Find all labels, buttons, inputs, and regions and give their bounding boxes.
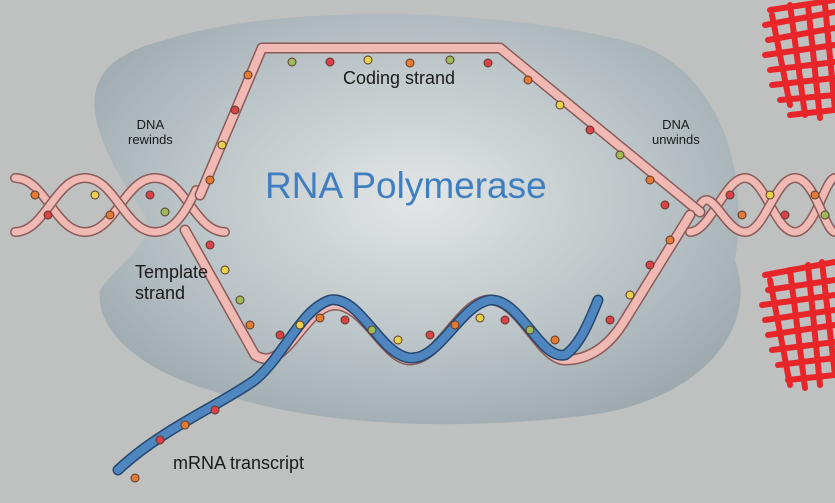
nucleotides <box>30 55 830 483</box>
template-strand-label: Template strand <box>135 262 209 303</box>
dna-unwinds-label: DNA unwinds <box>652 117 700 147</box>
mrna-transcript-label: mRNA transcript <box>173 453 305 473</box>
red-scribble-annotation <box>759 0 835 391</box>
mrna-strand <box>112 294 604 476</box>
dna-rewinds-label: DNA rewinds <box>128 117 173 147</box>
coding-strand-label: Coding strand <box>343 68 456 88</box>
diagram-title: RNA Polymerase <box>265 165 547 206</box>
coding-strand <box>194 42 706 218</box>
rewound-dna-helix <box>10 172 230 238</box>
double-stranded-dna-helix <box>685 172 835 238</box>
